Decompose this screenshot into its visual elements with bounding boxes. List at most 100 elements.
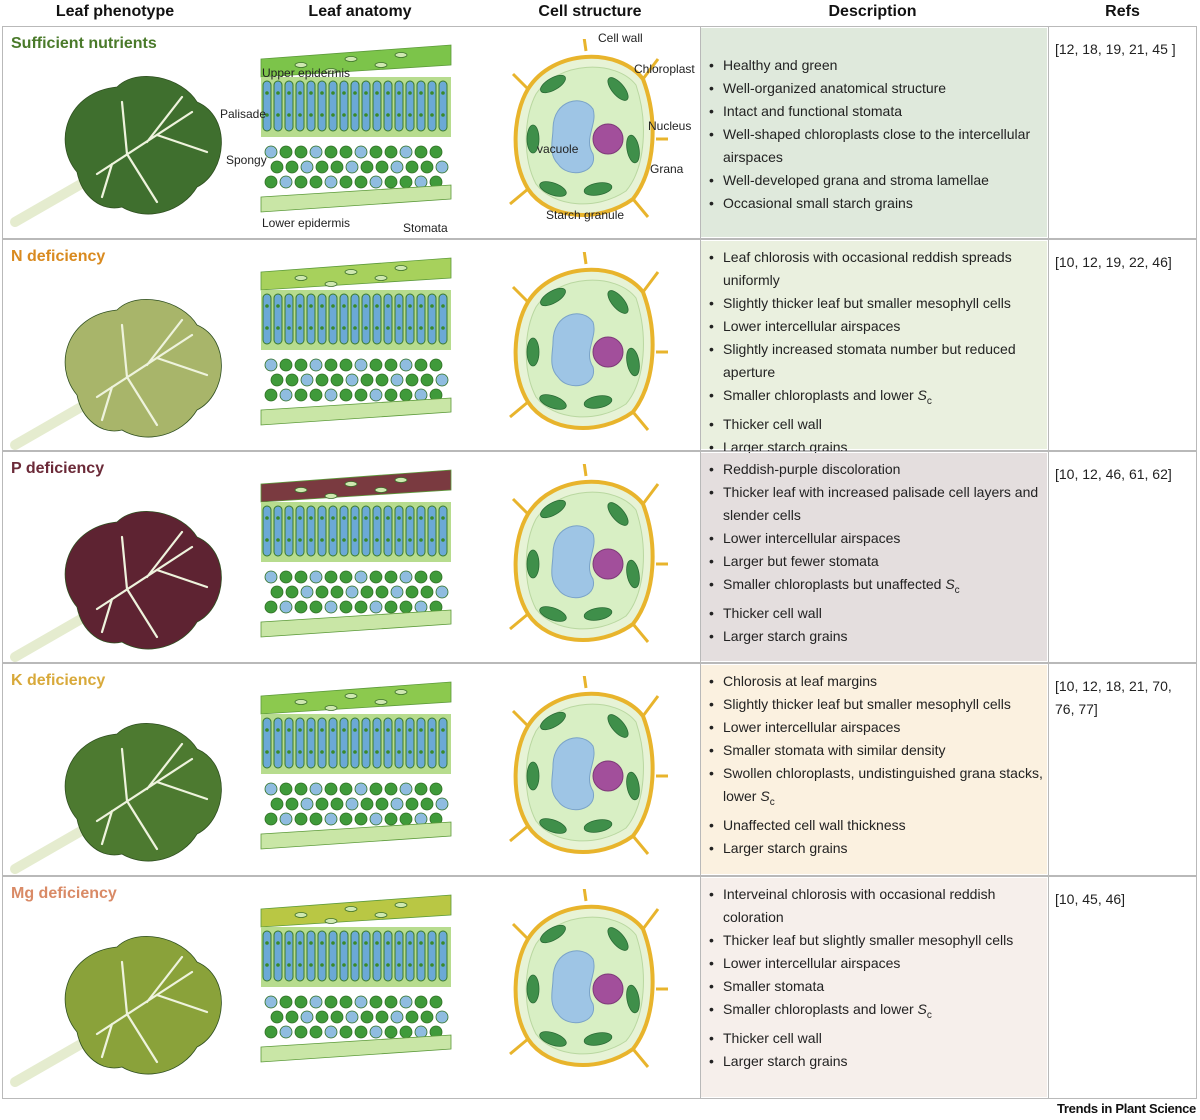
description-item: Chlorosis at leaf margins: [709, 670, 1047, 693]
leaf-illustration: [10, 935, 222, 1087]
description-item: Thicker leaf but slightly smaller mesoph…: [709, 929, 1047, 952]
plant-cell-illustration: [509, 886, 670, 1068]
description-item: Thicker cell wall: [709, 1027, 1047, 1050]
leaf-phenotype-cell: [7, 922, 237, 1097]
description-item: Slightly increased stomata number but re…: [709, 338, 1047, 384]
leaf-anatomy-cell: [241, 37, 471, 242]
description-item: Thicker leaf with increased palisade cel…: [709, 481, 1047, 527]
condition-title: Sufficient nutrients: [11, 35, 157, 52]
description-list: Leaf chlorosis with occasional reddish s…: [701, 241, 1047, 459]
condition-title: Mg deficiency: [11, 885, 117, 902]
plant-cell-illustration: [509, 249, 670, 431]
description-item: Swollen chloroplasts, undistinguished gr…: [709, 762, 1047, 814]
label-upper-epidermis: Upper epidermis: [262, 66, 351, 80]
description-item: Healthy and green: [709, 54, 1047, 77]
description-cell: Interveinal chlorosis with occasional re…: [701, 878, 1047, 1097]
label-palisade: Palisade: [220, 107, 267, 121]
label-vacuole: vacuole: [537, 142, 579, 156]
description-item: Smaller stomata: [709, 975, 1047, 998]
column-divider: [1048, 27, 1049, 238]
header-refs: Refs: [1105, 3, 1140, 20]
leaf-anatomy-cell: [241, 887, 471, 1092]
leaf-illustration: [10, 298, 222, 450]
column-divider: [700, 452, 701, 662]
description-item: Smaller chloroplasts but unaffected Sc: [709, 573, 1047, 602]
description-cell: Healthy and greenWell-organized anatomic…: [701, 28, 1047, 237]
table-row: Reddish-purple discolorationThicker leaf…: [2, 451, 1197, 663]
description-cell: Chlorosis at leaf marginsSlightly thicke…: [701, 665, 1047, 874]
description-item: Occasional small starch grains: [709, 192, 1047, 215]
cell-structure-cell: [498, 36, 670, 234]
description-item: Well-organized anatomical structure: [709, 77, 1047, 100]
condition-title: K deficiency: [11, 672, 106, 689]
leaf-phenotype-cell: [7, 497, 237, 672]
leaf-anatomy-illustration: [260, 257, 452, 426]
column-divider: [1048, 452, 1049, 662]
description-list: Interveinal chlorosis with occasional re…: [701, 878, 1047, 1073]
label-spongy: Spongy: [226, 153, 267, 167]
description-item: Interveinal chlorosis with occasional re…: [709, 883, 1047, 929]
leaf-anatomy-illustration: [260, 44, 452, 213]
table-row: Interveinal chlorosis with occasional re…: [2, 876, 1197, 1099]
cell-structure-cell: [498, 249, 670, 447]
label-starch-granule: Starch granule: [546, 208, 625, 222]
cell-structure-cell: [498, 461, 670, 659]
leaf-anatomy-cell: [241, 674, 471, 879]
description-item: Lower intercellular airspaces: [709, 527, 1047, 550]
condition-title: N deficiency: [11, 248, 106, 265]
description-cell: Leaf chlorosis with occasional reddish s…: [701, 241, 1047, 459]
cell-structure-cell: [498, 886, 670, 1084]
description-item: Lower intercellular airspaces: [709, 716, 1047, 739]
leaf-phenotype-cell: [7, 285, 237, 460]
leaf-phenotype-cell: [7, 62, 237, 237]
column-divider: [700, 27, 701, 238]
cell-structure-cell: [498, 673, 670, 871]
refs-cell: [10, 12, 19, 22, 46]: [1055, 254, 1172, 270]
description-item: Smaller chloroplasts and lower Sc: [709, 998, 1047, 1027]
leaf-illustration: [10, 75, 222, 227]
description-item: Unaffected cell wall thickness: [709, 814, 1047, 837]
description-item: Smaller chloroplasts and lower Sc: [709, 384, 1047, 413]
credit: Trends in Plant Science: [1056, 1101, 1196, 1116]
column-divider: [700, 240, 701, 450]
refs-cell: [10, 12, 18, 21, 70, 76, 77]: [1055, 678, 1172, 717]
header-cell-structure: Cell structure: [538, 3, 642, 20]
column-divider: [1048, 877, 1049, 1098]
label-nucleus: Nucleus: [648, 119, 692, 133]
description-item: Leaf chlorosis with occasional reddish s…: [709, 246, 1047, 292]
label-grana: Grana: [650, 162, 684, 176]
refs-cell: [10, 45, 46]: [1055, 891, 1126, 907]
description-item: Larger starch grains: [709, 1050, 1047, 1073]
description-item: Well-shaped chloroplasts close to the in…: [709, 123, 1047, 169]
plant-cell-illustration: [509, 36, 670, 218]
column-divider: [700, 877, 701, 1098]
label-stomata: Stomata: [403, 221, 448, 235]
description-item: Larger starch grains: [709, 625, 1047, 648]
description-item: Larger starch grains: [709, 436, 1047, 459]
description-item: Lower intercellular airspaces: [709, 315, 1047, 338]
plant-cell-illustration: [509, 673, 670, 855]
description-item: Lower intercellular airspaces: [709, 952, 1047, 975]
header-leaf-anatomy: Leaf anatomy: [308, 3, 412, 20]
label-lower-epidermis: Lower epidermis: [262, 216, 351, 230]
leaf-anatomy-illustration: [260, 894, 452, 1063]
leaf-phenotype-cell: [7, 709, 237, 884]
header-description: Description: [828, 3, 917, 20]
column-divider: [1048, 240, 1049, 450]
description-cell: Reddish-purple discolorationThicker leaf…: [701, 453, 1047, 661]
leaf-anatomy-cell: [241, 462, 471, 667]
label-chloroplast: Chloroplast: [634, 62, 695, 76]
description-item: Larger starch grains: [709, 837, 1047, 860]
header-leaf-phenotype: Leaf phenotype: [55, 3, 175, 20]
description-item: Thicker cell wall: [709, 602, 1047, 625]
description-list: Healthy and greenWell-organized anatomic…: [701, 28, 1047, 215]
table-row: Leaf chlorosis with occasional reddish s…: [2, 239, 1197, 459]
leaf-anatomy-cell: [241, 250, 471, 455]
table-row: Chlorosis at leaf marginsSlightly thicke…: [2, 663, 1197, 876]
column-divider: [700, 664, 701, 875]
refs-cell: [10, 12, 46, 61, 62]: [1055, 466, 1172, 482]
leaf-illustration: [10, 722, 222, 874]
label-cell-wall: Cell wall: [598, 31, 643, 45]
description-item: Reddish-purple discoloration: [709, 458, 1047, 481]
leaf-anatomy-illustration: [260, 469, 452, 638]
